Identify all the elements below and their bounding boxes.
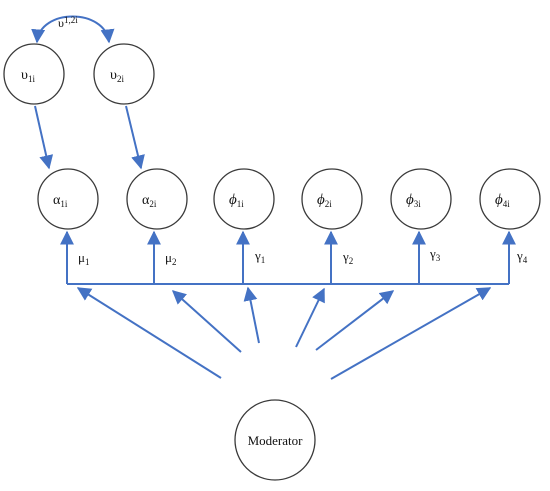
svg-text:υ2i: υ2i [110,68,124,84]
svg-text:ϕ3i: ϕ3i [406,192,421,209]
label-g4: γ4 [516,248,528,265]
node-u1: υ1i [3,43,65,105]
moderator-arrow-3 [243,286,260,344]
label-mu1: μ1 [78,250,89,267]
covariance-label: υ1,2i [58,15,78,30]
path-u1-to-a1 [34,105,54,170]
node-p3: ϕ3i [390,168,452,230]
label-g1: γ1 [254,248,265,265]
label-mu2: μ2 [165,250,176,267]
node-p2: ϕ2i [301,168,363,230]
moderator-arrow-1 [76,287,222,379]
label-g2: γ2 [342,249,353,266]
node-p4: ϕ4i [479,168,541,230]
moderator-arrow-4 [295,287,325,348]
moderator-arrow-5 [315,290,395,351]
svg-text:α2i: α2i [142,193,157,209]
path-u2-to-a2 [125,105,145,170]
svg-text:ϕ1i: ϕ1i [229,192,244,209]
svg-text:ϕ4i: ϕ4i [495,192,510,209]
node-p1: ϕ1i [213,168,275,230]
node-u2: υ2i [93,43,155,105]
node-a2: α2i [126,168,188,230]
node-a1: α1i [37,168,99,230]
moderator-arrow-6 [330,287,492,380]
svg-text:α1i: α1i [53,193,68,209]
label-g3: γ3 [429,246,441,263]
svg-text:Moderator: Moderator [248,433,304,448]
moderator-arrow-2 [171,290,242,353]
node-moderator: Moderator [234,399,316,481]
svg-text:ϕ2i: ϕ2i [317,192,332,209]
covariance-arrow [31,15,115,44]
svg-text:υ1i: υ1i [21,68,35,84]
